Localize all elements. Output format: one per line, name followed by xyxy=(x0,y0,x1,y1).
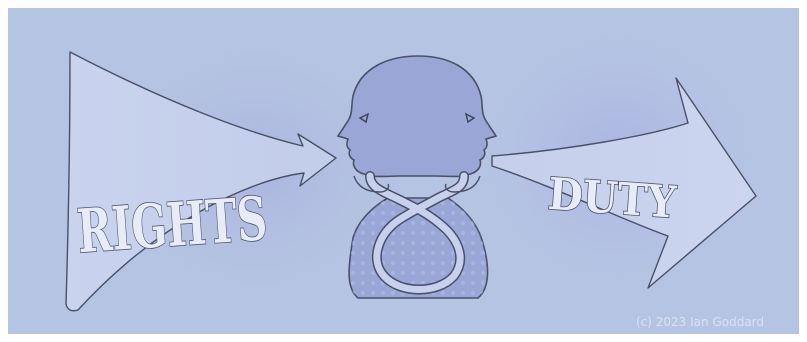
copyright-notice: (c) 2023 Ian Goddard xyxy=(636,315,764,329)
illustration-canvas: RIGHTS DUTY (c) 2023 Ian Goddard xyxy=(8,8,799,334)
rights-word-group: RIGHTS xyxy=(75,184,269,267)
duty-word-group: DUTY xyxy=(546,169,678,229)
rights-duty-illustration: RIGHTS DUTY (c) 2023 Ian Goddard xyxy=(8,8,799,334)
rights-word: RIGHTS xyxy=(75,184,269,267)
duty-word: DUTY xyxy=(546,169,678,229)
